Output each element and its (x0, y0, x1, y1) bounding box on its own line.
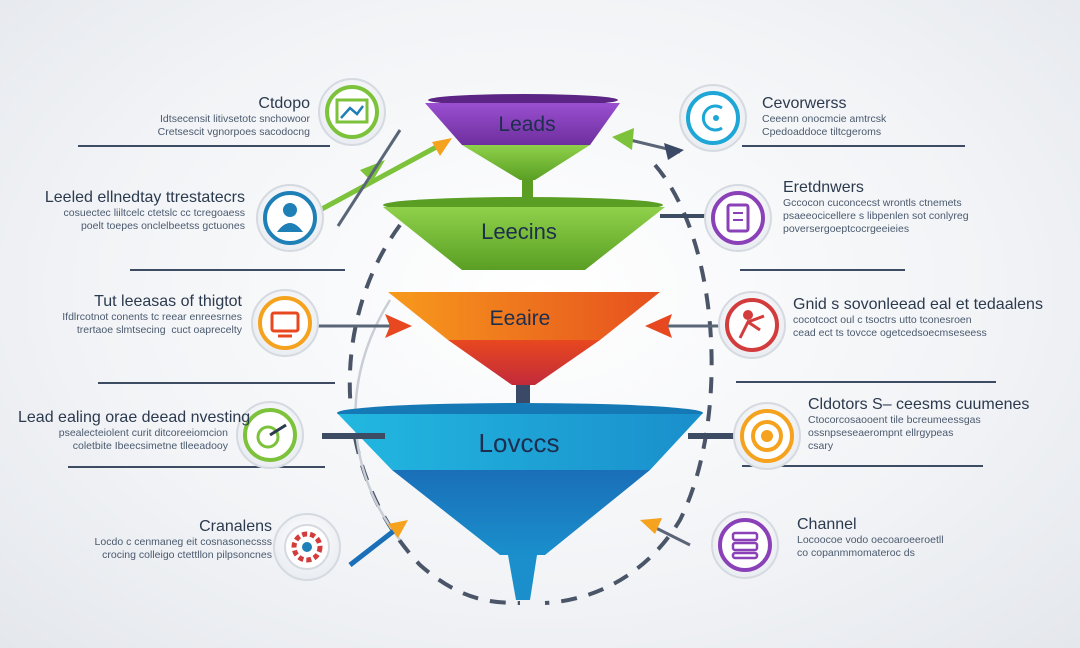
left-item-5-title: Cranalens (199, 518, 272, 535)
stage-label-leads: Leads (498, 113, 556, 136)
left-item-4-desc: psealecteiolent curit ditcoreeiomcion co… (58, 427, 228, 452)
flow-arrows (318, 128, 743, 567)
right-item-4: Cldotors S– ceesms cuumenes Ctocorcosaoo… (808, 395, 1048, 453)
left-item-3: Tut leeasas of thigtot Ifdlrcotnot conen… (22, 292, 242, 337)
dashed-orbit (347, 163, 714, 605)
left-item-4-title: Lead ealing orae deead nvesting (18, 409, 251, 426)
right-item-3-title: Gnid s sovonleead eal et tedaalens (793, 296, 1043, 313)
right-item-5-title: Channel (797, 516, 857, 533)
right-item-2-desc: Gccocon cuconcecst wrontls ctnemets psae… (783, 197, 969, 235)
chat-arrow-icon (679, 84, 747, 152)
document-icon (704, 184, 772, 252)
left-item-5: Cranalens Locdo c cenmaneg eit cosnasone… (62, 517, 272, 562)
connector-lines (68, 145, 996, 468)
right-item-2-title: Eretdnwers (783, 179, 864, 196)
left-item-5-desc: Locdo c cenmaneg eit cosnasonecsss croci… (94, 536, 272, 561)
left-item-2-title: Leeled ellnedtay ttrestatecrs (44, 189, 245, 206)
left-item-3-desc: Ifdlrcotnot conents tc reear enreesrnes … (62, 311, 242, 336)
target-icon (733, 402, 801, 470)
right-item-5-desc: Locoocoe vodo oecoaroeeroetll co copanmm… (797, 534, 944, 559)
right-item-1-title: Cevorwerss (762, 95, 847, 112)
image-frame-icon (318, 78, 386, 146)
funnel-stage-leads (425, 94, 620, 202)
left-item-1: Ctdopo Idtsecensit litivsetotc snchowoor… (80, 94, 310, 139)
stage-label-lovccs: Lovccs (478, 428, 560, 458)
left-item-2-desc: cosuectec liiltcelc ctetslc cc tcregoaes… (63, 207, 245, 232)
right-item-4-desc: Ctocorcosaooent tile bcreumeessgas ossnp… (808, 414, 981, 452)
right-item-2: Eretdnwers Gccocon cuconcecst wrontls ct… (783, 178, 1023, 236)
gear-icon (273, 513, 341, 581)
user-group-icon (256, 184, 324, 252)
monitor-icon (251, 289, 319, 357)
left-item-2: Leeled ellnedtay ttrestatecrs cosuectec … (25, 188, 245, 233)
funnel-stage-leecins (383, 197, 665, 270)
right-item-1-desc: Ceeenn onocmcie amtrcsk Cpedoaddoce tilt… (762, 113, 887, 138)
left-item-4: Lead ealing orae deead nvesting psealect… (18, 408, 251, 453)
right-item-5: Channel Locoocoe vodo oecoaroeeroetll co… (797, 515, 1027, 560)
right-item-3-desc: cocotcoct oul c tsoctrs utto tconesroen … (793, 314, 987, 339)
right-item-1: Cevorwerss Ceeenn onocmcie amtrcsk Cpedo… (762, 94, 982, 139)
stage-label-eeaire: Eeaire (489, 307, 551, 330)
target-arrow-icon (236, 401, 304, 469)
stack-icon (711, 511, 779, 579)
left-item-1-desc: Idtsecensit litivsetotc snchowoor Cretse… (157, 113, 310, 138)
stage-label-leecins: Leecins (481, 219, 557, 244)
right-item-4-title: Cldotors S– ceesms cuumenes (808, 396, 1030, 413)
funnel-stage-eeaire (388, 292, 660, 403)
left-item-3-title: Tut leeasas of thigtot (94, 293, 242, 310)
right-item-3: Gnid s sovonleead eal et tedaalens cocot… (793, 295, 1043, 340)
left-item-1-title: Ctdopo (258, 95, 310, 112)
person-workout-icon (718, 291, 786, 359)
funnel-stage-lovccs (337, 403, 703, 600)
